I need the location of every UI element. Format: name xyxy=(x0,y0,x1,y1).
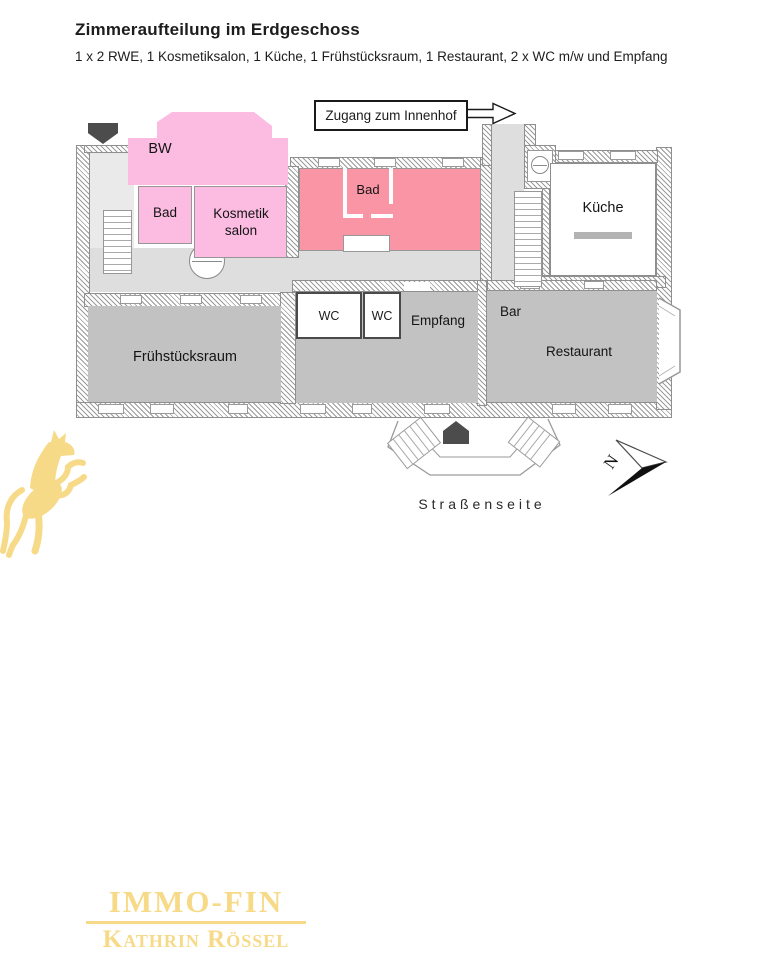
logo-line2: Kathrin Rössel xyxy=(102,926,290,953)
porch-stairs-right xyxy=(507,416,561,468)
room-fruehstuecksraum xyxy=(88,306,281,402)
room-label-bw: BW xyxy=(148,141,172,157)
compass-north-label: N xyxy=(600,451,623,472)
window-slot xyxy=(442,158,464,167)
room-label-wc-right: WC xyxy=(371,308,393,323)
page-subtitle: 1 x 2 RWE, 1 Kosmetiksalon, 1 Küche, 1 F… xyxy=(75,49,668,64)
agency-logo: IMMO-FIN Kathrin Rössel xyxy=(0,420,330,953)
room-label-empfang: Empfang xyxy=(410,313,466,328)
porch-stairs-left xyxy=(386,416,442,470)
page-title: Zimmeraufteilung im Erdgeschoss xyxy=(75,20,360,39)
room-label-fruehstuecksraum: Frühstücksraum xyxy=(133,349,237,365)
inner-wall xyxy=(343,214,363,218)
kitchen-counter xyxy=(574,232,632,239)
entrance-arrow-bottom-icon xyxy=(443,421,469,444)
street-entrance-porch xyxy=(386,416,561,476)
window-slot xyxy=(558,151,584,160)
wall-bottom xyxy=(76,402,672,418)
window-slot xyxy=(318,158,340,167)
horse-icon xyxy=(0,430,87,558)
bay-window xyxy=(658,297,681,385)
red-unit-notch xyxy=(343,235,390,252)
room-label-bad-left: Bad xyxy=(152,205,178,220)
window-slot xyxy=(374,158,396,167)
wall-red-right xyxy=(480,157,492,291)
window-slot xyxy=(352,404,372,414)
inner-wall xyxy=(343,168,347,217)
wall-wc-top xyxy=(292,280,482,292)
window-slot xyxy=(150,404,174,414)
wall-empfang-bar-sep xyxy=(477,280,487,406)
courtyard-access-label: Zugang zum Innenhof xyxy=(325,108,457,123)
room-label-restaurant: Restaurant xyxy=(545,344,613,359)
window-slot xyxy=(424,404,450,414)
courtyard-access-callout: Zugang zum Innenhof xyxy=(314,100,468,131)
window-slot xyxy=(180,295,202,304)
entrance-arrow-top-icon xyxy=(88,123,118,144)
room-kosmetiksalon xyxy=(194,186,287,258)
inner-wall xyxy=(389,168,393,204)
window-slot xyxy=(552,404,576,414)
wall-bar-top xyxy=(487,280,657,291)
wall-corridor-west xyxy=(482,124,492,166)
room-bad-left xyxy=(138,186,192,244)
room-wc-right: WC xyxy=(363,292,401,339)
room-wc-left: WC xyxy=(296,292,362,339)
compass-white-half xyxy=(615,439,668,469)
courtyard-access-arrow-icon xyxy=(464,102,517,125)
window-slot xyxy=(228,404,248,414)
area-bar-restaurant xyxy=(487,291,657,402)
wall-kueche-left xyxy=(542,186,550,276)
compass-black-half xyxy=(608,462,666,496)
logo-divider xyxy=(86,921,306,924)
window-slot xyxy=(300,404,326,414)
staircase-right xyxy=(514,191,542,287)
wall-fruehstueck-wc-sep xyxy=(280,292,296,404)
wall-pink-red-sep xyxy=(285,166,299,258)
window-slot xyxy=(120,295,142,304)
kosmetik-line1: Kosmetik xyxy=(213,206,269,221)
window-slot xyxy=(240,295,262,304)
north-compass: N xyxy=(600,439,668,496)
wall-corridor-east xyxy=(524,124,536,148)
room-kueche: Küche xyxy=(550,163,656,276)
wall-left xyxy=(76,145,90,413)
room-label-bad-center: Bad xyxy=(356,182,380,197)
window-slot xyxy=(608,404,632,414)
room-label-kueche: Küche xyxy=(582,200,624,216)
room-label-bar: Bar xyxy=(500,304,522,319)
room-label-wc-left: WC xyxy=(318,308,340,323)
wall-top-left-cap xyxy=(84,145,136,153)
street-side-label: Straßenseite xyxy=(418,496,546,512)
window-slot xyxy=(98,404,124,414)
staircase-left xyxy=(103,210,132,274)
door-gap xyxy=(404,282,430,291)
window-slot xyxy=(610,151,636,160)
utility-circle-symbol xyxy=(531,156,549,174)
inner-wall xyxy=(371,214,393,218)
room-label-kosmetik: Kosmetik salon xyxy=(196,205,286,239)
logo-line1: IMMO-FIN xyxy=(108,884,284,919)
floor-plan: Küche WC WC BW Bad Kosmetik salon Bad Em… xyxy=(76,100,681,512)
kosmetik-line2: salon xyxy=(224,223,258,238)
window-slot xyxy=(584,281,604,289)
